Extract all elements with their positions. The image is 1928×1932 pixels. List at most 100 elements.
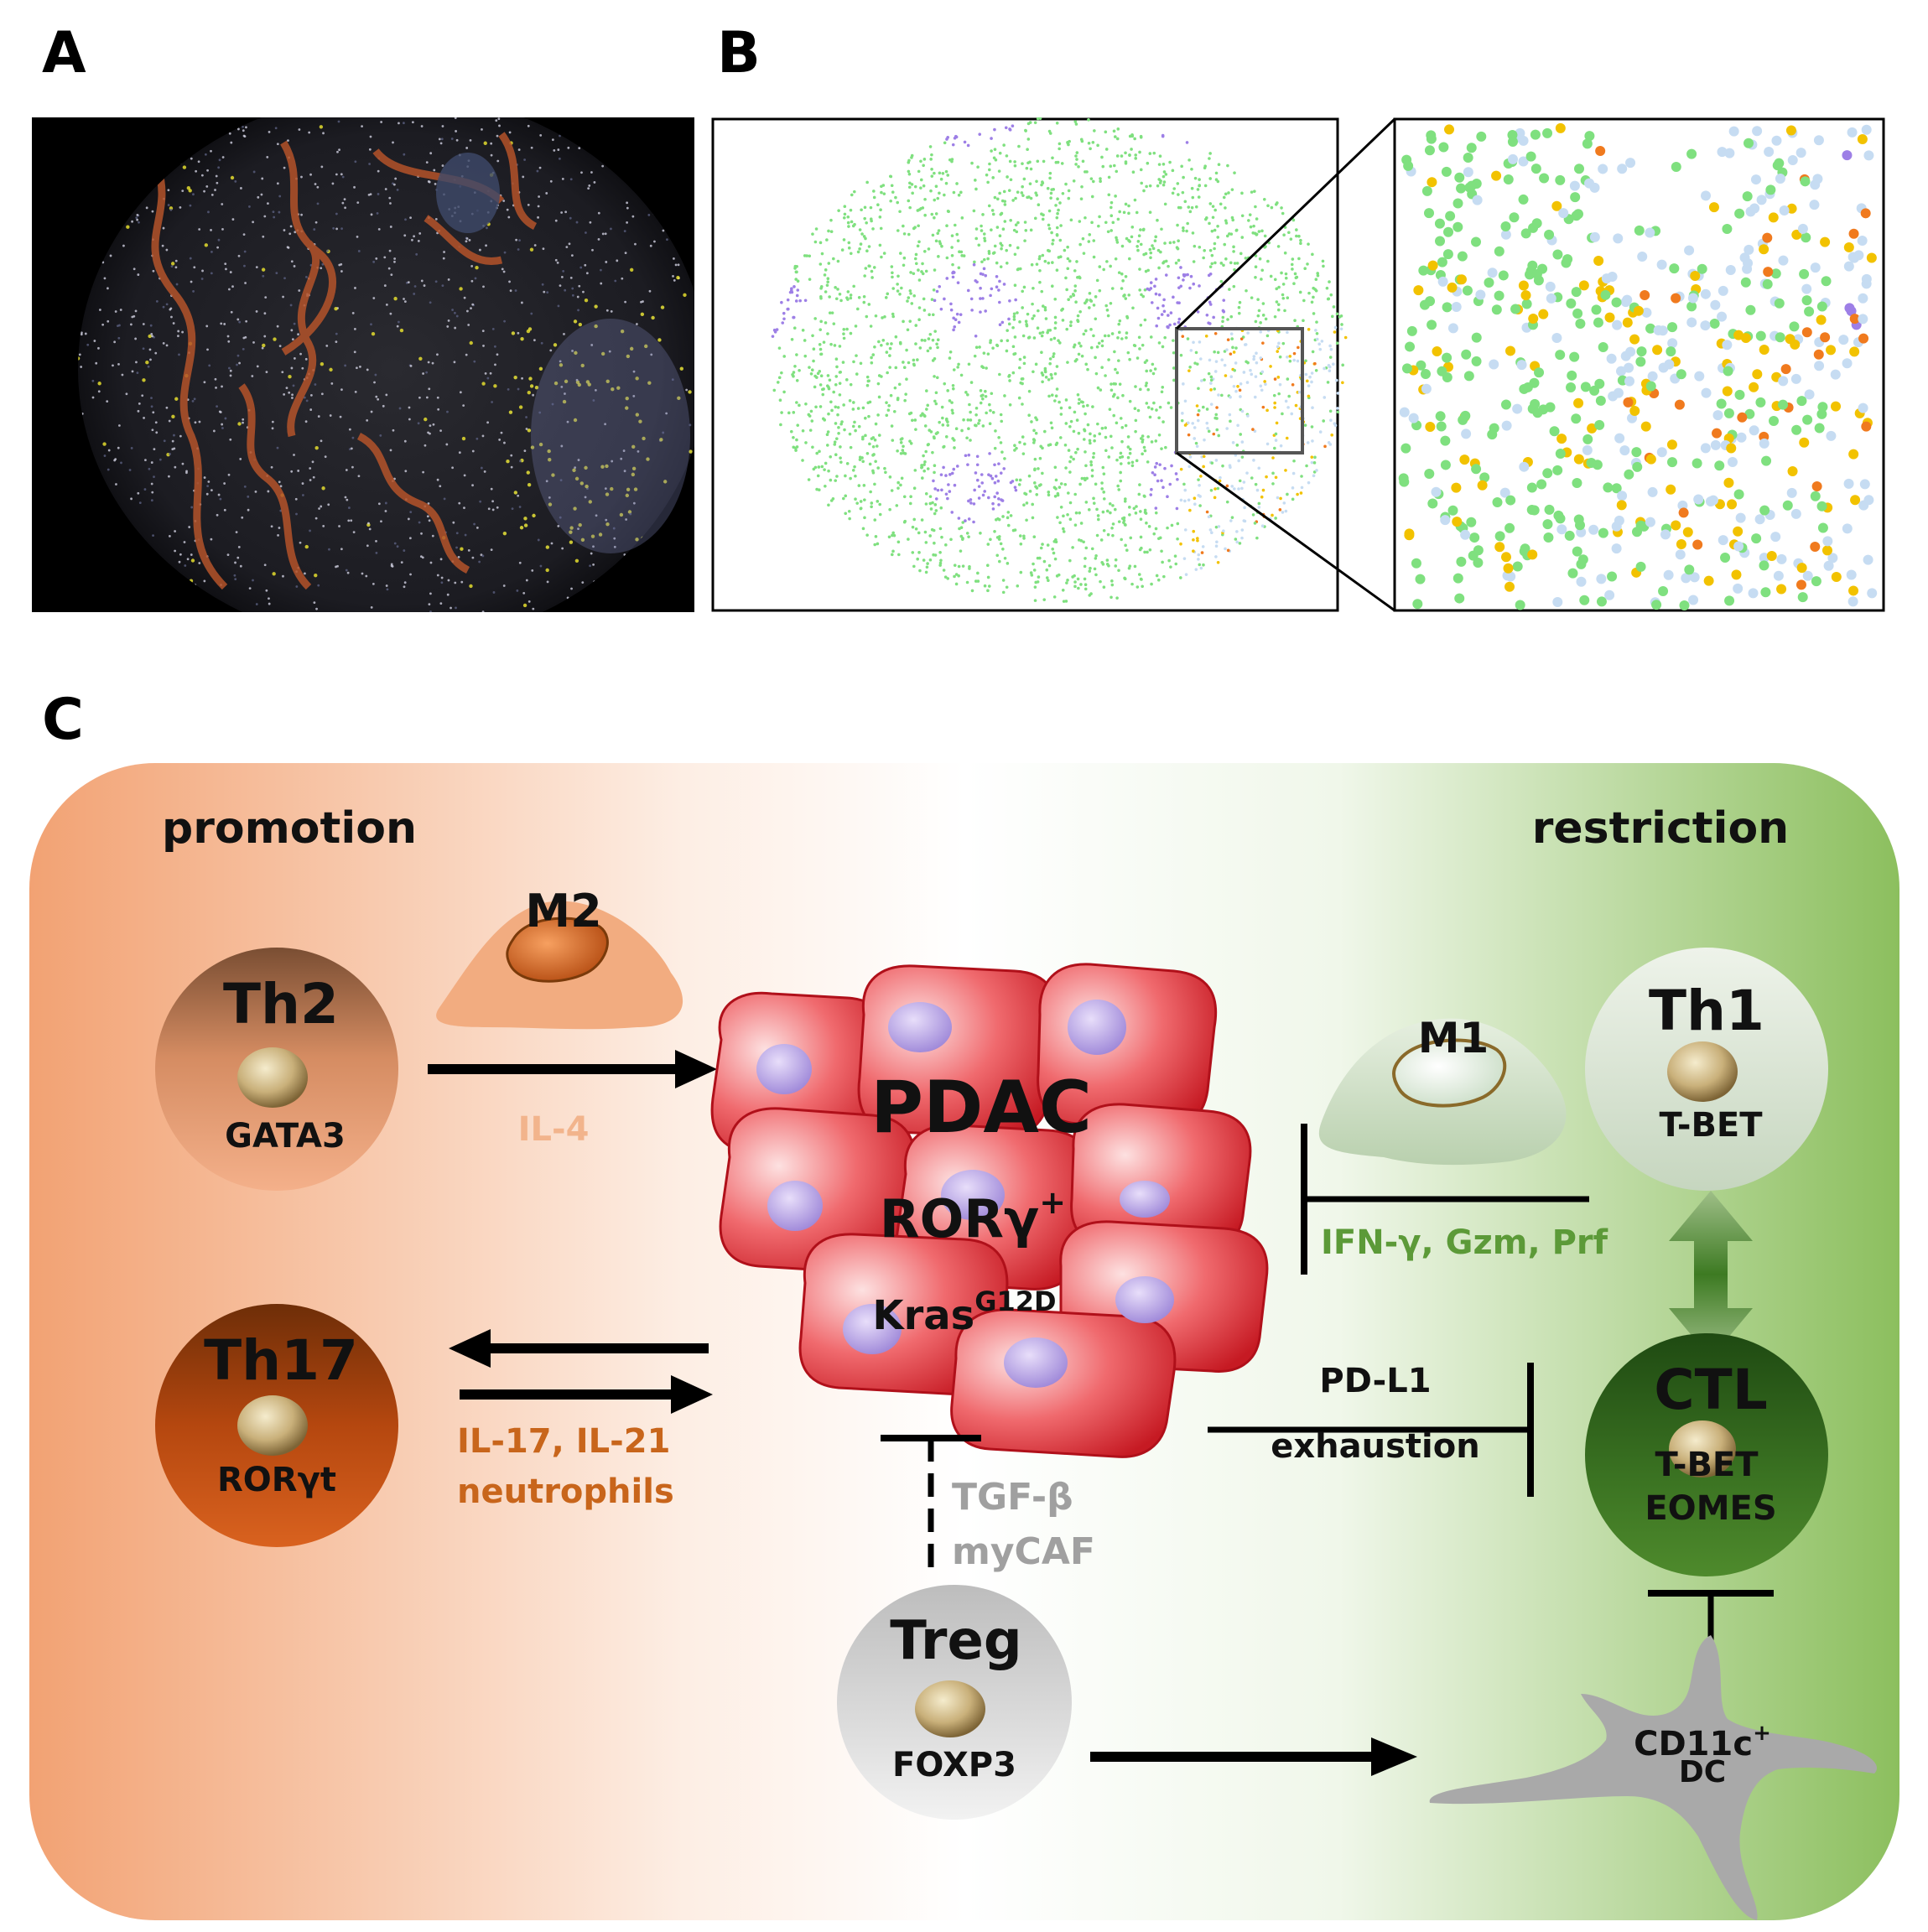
cell-dot	[1498, 270, 1509, 281]
cell-dot	[986, 589, 990, 593]
cell-dot	[1027, 413, 1031, 417]
signal-dot	[538, 442, 543, 447]
signal-dot	[604, 423, 606, 426]
cell-dot	[1697, 263, 1707, 274]
cell-dot	[891, 287, 896, 290]
signal-dot	[321, 486, 325, 491]
cell-dot	[1095, 278, 1099, 283]
cell-dot	[1631, 447, 1642, 458]
cell-dot	[1332, 305, 1336, 309]
cell-dot	[957, 362, 960, 366]
cell-dot	[1051, 238, 1055, 242]
signal-dot	[400, 561, 403, 564]
cell-dot	[1110, 382, 1113, 386]
cell-dot	[884, 296, 888, 299]
cell-dot	[1100, 481, 1104, 485]
cell-dot	[896, 486, 900, 490]
signal-dot	[409, 573, 412, 576]
cell-dot	[967, 362, 971, 366]
cell-dot	[988, 402, 991, 407]
signal-dot	[619, 512, 624, 517]
signal-dot	[231, 218, 235, 221]
cell-dot	[929, 189, 933, 193]
cell-dot	[803, 339, 807, 342]
cell-dot	[834, 382, 838, 387]
signal-dot	[282, 574, 284, 578]
cell-dot	[818, 241, 823, 245]
signal-dot	[578, 522, 582, 527]
cell-dot	[902, 256, 907, 260]
cell-dot	[1191, 195, 1195, 200]
cell-dot	[1174, 472, 1178, 475]
cell-dot	[873, 518, 877, 522]
cell-dot	[1223, 242, 1227, 247]
cell-dot	[934, 509, 938, 512]
th2-cell: Th2 GATA3	[155, 948, 398, 1191]
cell-dot	[1192, 549, 1195, 553]
cell-dot	[814, 227, 818, 231]
signal-dot	[517, 387, 520, 391]
cell-dot	[829, 342, 833, 346]
cell-dot	[829, 218, 833, 222]
cell-dot	[813, 385, 817, 389]
signal-dot	[314, 383, 317, 386]
cell-dot	[827, 412, 830, 416]
cell-dot	[1090, 474, 1094, 478]
cell-dot	[1551, 200, 1562, 211]
cell-dot	[1213, 370, 1218, 373]
cell-dot	[1571, 287, 1582, 298]
cell-dot	[1198, 340, 1202, 344]
cell-dot	[1196, 362, 1199, 366]
cell-dot	[1123, 293, 1126, 297]
cell-dot	[1187, 498, 1191, 502]
cell-dot	[1100, 155, 1104, 159]
cell-dot	[1206, 427, 1209, 430]
cell-dot	[1442, 302, 1452, 313]
signal-dot	[251, 375, 254, 377]
overview-frame	[711, 117, 1339, 612]
cell-dot	[1311, 350, 1315, 354]
cell-dot	[1176, 223, 1179, 227]
cell-dot	[972, 209, 976, 213]
cell-dot	[924, 492, 928, 496]
th1-nucleus-icon	[1667, 1041, 1738, 1102]
signal-dot	[590, 534, 595, 538]
cell-dot	[834, 357, 839, 361]
cell-dot	[1260, 495, 1264, 499]
cell-dot	[1242, 371, 1246, 374]
cell-dot	[1299, 242, 1302, 246]
cell-dot	[818, 370, 822, 373]
cell-dot	[872, 195, 876, 200]
cell-dot	[1700, 288, 1711, 299]
cell-dot	[1154, 439, 1158, 443]
signal-dot	[562, 269, 565, 273]
cell-dot	[1254, 254, 1258, 257]
cell-dot	[1045, 568, 1049, 572]
signal-dot	[650, 353, 653, 356]
signal-dot	[383, 256, 387, 259]
cell-dot	[1145, 359, 1149, 362]
cell-dot	[1197, 478, 1200, 481]
cell-dot	[813, 374, 817, 378]
signal-dot	[221, 427, 224, 429]
cell-dot	[1675, 549, 1686, 560]
cell-dot	[1080, 354, 1084, 358]
cell-dot	[1042, 159, 1046, 164]
cell-dot	[921, 476, 924, 480]
cell-dot	[922, 309, 927, 312]
cell-dot	[967, 427, 970, 430]
cell-dot	[1127, 566, 1131, 570]
cell-dot	[943, 575, 948, 579]
cell-dot	[1333, 330, 1337, 334]
cell-dot	[952, 467, 956, 471]
signal-dot	[237, 127, 240, 131]
cell-dot	[946, 389, 949, 392]
cell-dot	[1318, 430, 1323, 434]
cell-dot	[1122, 210, 1126, 215]
cell-dot	[1163, 466, 1167, 470]
cell-dot	[1116, 336, 1120, 340]
cell-dot	[927, 443, 930, 446]
cell-dot	[1231, 218, 1235, 222]
signal-dot	[379, 434, 382, 437]
cell-dot	[983, 239, 987, 242]
